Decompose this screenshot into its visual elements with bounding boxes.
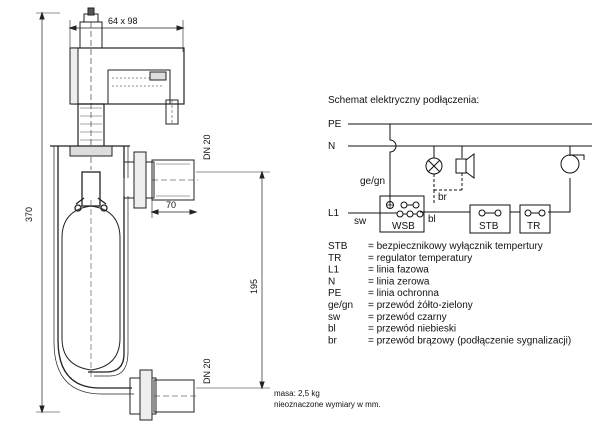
- legend-key: L1: [328, 265, 340, 276]
- legend-key: N: [328, 276, 335, 287]
- legend-description: = linia zerowa: [368, 276, 430, 287]
- mechanical-drawing: [36, 7, 270, 421]
- legend-key: sw: [328, 312, 341, 323]
- dim-total-height: [36, 11, 60, 414]
- signal-horn-icon: [455, 153, 475, 179]
- dim-total-height-label: 370: [24, 207, 34, 222]
- dim-port-spacing-label: 195: [249, 279, 259, 294]
- electrical-schematic: [348, 123, 592, 234]
- wsb-box: [379, 195, 425, 233]
- lower-port: [129, 369, 198, 421]
- upper-port: [123, 151, 198, 209]
- dim-upper-port-label: DN 20: [202, 134, 212, 160]
- schematic-title: Schemat elektryczny podłączenia:: [328, 95, 479, 106]
- rail-l1-label: L1: [328, 208, 340, 219]
- wire-br-label: br: [438, 192, 448, 203]
- mass-note: masa: 2,5 kg: [274, 389, 320, 398]
- legend-description: = przewód niebieski: [368, 324, 456, 335]
- wsb-label: WSB: [392, 221, 415, 232]
- legend-key: TR: [328, 253, 341, 264]
- wire-gegn-label: ge/gn: [360, 176, 385, 187]
- stb-label: STB: [479, 221, 499, 232]
- dim-lower-port-label: DN 20: [202, 358, 212, 384]
- legend: STB = bezpiecznikowy wyłącznik tempertury…: [328, 241, 571, 346]
- legend-key: br: [328, 335, 338, 346]
- legend-description: = przewód brązowy (podłączenie sygnaliza…: [368, 335, 571, 346]
- dim-port-spacing: [196, 170, 270, 390]
- pump-icon: [560, 154, 585, 174]
- legend-description: = przewód żółto-zielony: [368, 300, 473, 311]
- stb-box: [469, 204, 511, 234]
- legend-key: bl: [328, 324, 336, 335]
- legend-key: STB: [328, 241, 348, 252]
- legend-key: PE: [328, 288, 342, 299]
- dim-offset-label: 70: [166, 200, 176, 210]
- wire-sw-label: sw: [354, 216, 367, 227]
- legend-description: = przewód czarny: [368, 312, 447, 323]
- legend-description: = regulator temperatury: [368, 253, 472, 264]
- legend-key: ge/gn: [328, 300, 353, 311]
- legend-description: = linia fazowa: [368, 265, 429, 276]
- legend-description: = bezpiecznikowy wyłącznik tempertury: [368, 241, 543, 252]
- rail-pe-label: PE: [328, 119, 342, 130]
- dim-top-width: [68, 20, 185, 52]
- units-note: nieoznaczone wymiary w mm.: [274, 400, 381, 409]
- dim-top-width-label: 64 x 98: [108, 16, 138, 26]
- vessel-body: [50, 145, 134, 395]
- tr-box: [519, 204, 551, 234]
- wire-bl-label: bl: [428, 214, 436, 225]
- rail-n-label: N: [328, 141, 335, 152]
- legend-description: = linia ochronna: [368, 288, 439, 299]
- dim-offset: [150, 200, 198, 218]
- tr-label: TR: [527, 221, 540, 232]
